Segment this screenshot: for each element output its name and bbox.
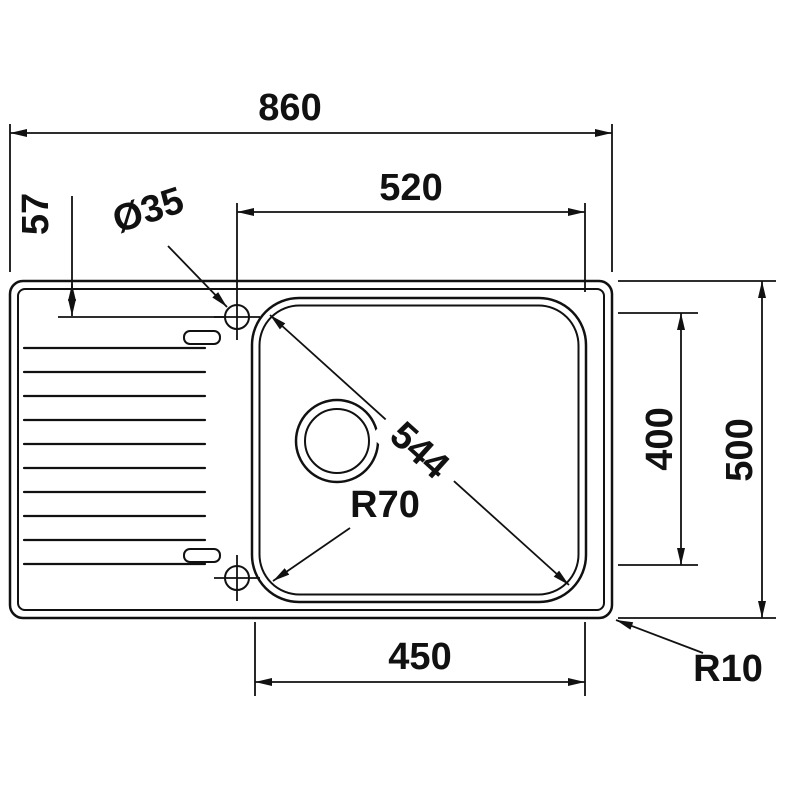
dim-bowl-corner-radius-label: R70: [350, 484, 420, 526]
leader-line: [272, 527, 351, 582]
dim-tap-hole-diameter-label: Ø35: [108, 180, 189, 242]
dim-tap-offset-label: 57: [15, 193, 57, 235]
dim-upper-width: 520: [236, 167, 586, 294]
dim-overall-width-label: 860: [258, 87, 321, 129]
drainer-ledge: [183, 330, 221, 345]
dim-overall-height-label: 500: [719, 418, 761, 481]
dim-overall-width: 860: [9, 87, 613, 272]
tap-hole-bottom: [214, 555, 260, 601]
sink-inner-edge: [17, 288, 605, 611]
drainer-area: [22, 330, 221, 566]
tap-hole-top: [214, 294, 260, 340]
dim-bowl-height-label: 400: [639, 407, 681, 470]
drain-hole: [294, 398, 380, 484]
dim-overall-height: 500: [618, 280, 776, 619]
dim-bowl-diagonal: 544: [269, 314, 570, 586]
dim-tap-hole-diameter: Ø35: [108, 180, 228, 308]
drainer-ledge: [183, 548, 221, 563]
leader-line: [615, 619, 704, 654]
label-mask: [370, 402, 470, 498]
dim-edge-radius-label: R10: [693, 648, 763, 690]
dim-bowl-height: 400: [618, 312, 698, 566]
dim-bowl-corner-radius: R70: [272, 484, 420, 582]
drain-outer-circle: [294, 398, 380, 484]
dim-lower-width-label: 450: [388, 636, 451, 678]
bowl-inner-rim: [258, 304, 580, 596]
dim-edge-radius: R10: [615, 619, 763, 690]
dim-lower-width: 450: [254, 622, 586, 696]
bowl: [250, 296, 588, 604]
bowl-outer-rim: [250, 296, 588, 604]
sink-outline: [8, 279, 614, 620]
leader-line: [167, 245, 228, 308]
dim-upper-width-label: 520: [379, 167, 442, 209]
drain-inner-circle: [304, 408, 370, 474]
dim-tap-offset: 57: [15, 193, 224, 318]
sink-outer-edge: [8, 279, 614, 620]
